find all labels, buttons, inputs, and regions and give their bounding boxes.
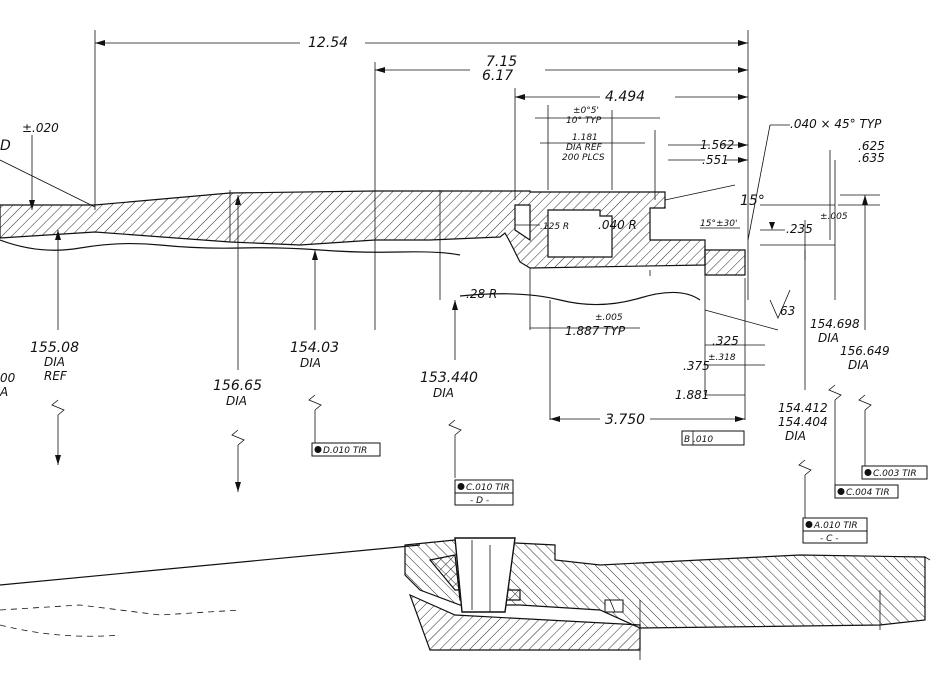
finish-63: 63 (780, 304, 795, 318)
datum-d: - D - (470, 496, 489, 506)
dia-154-412: 154.412 (778, 401, 828, 415)
lower-assembly-view (0, 537, 931, 660)
frame-c-004-tir: C.004 TIR (846, 488, 890, 498)
dim-1-562: 1.562 (700, 138, 734, 152)
dia-156-649-dia: DIA (848, 358, 869, 372)
dia-156-65: 156.65 (213, 378, 262, 394)
dim-551: .551 (702, 153, 729, 167)
dia-154-698: 154.698 (810, 317, 860, 331)
dim-1-881: 1.881 (675, 388, 709, 402)
dim-overall-length: 12.54 (308, 35, 348, 51)
dia-154-412-dia: DIA (785, 429, 806, 443)
dia-155-08-dia: DIA (44, 355, 65, 369)
extension-lines (94, 30, 831, 330)
datum-c: - C - (820, 534, 839, 544)
dim-6-17: 6.17 (482, 68, 513, 84)
dia-154-698-dia: DIA (818, 331, 839, 345)
dim-angle-10-typ: 10° TYP (566, 116, 602, 126)
angle-15-30: 15°±30' (700, 219, 737, 229)
break-marks (51, 384, 872, 518)
left-d-label: D (0, 138, 11, 154)
dim-1-887: 1.887 TYP (565, 324, 626, 338)
dim-4-494: 4.494 (605, 89, 645, 105)
dim-3-750: 3.750 (605, 412, 645, 428)
dia-155-08-ref: REF (44, 369, 68, 383)
dim-1-181: 1.181 (572, 133, 598, 143)
tol-020: ±.020 (22, 121, 59, 135)
radius-125: .125 R (540, 222, 569, 232)
dia-156-649: 156.649 (840, 344, 890, 358)
dim-tol-angle: ±0°5' (573, 106, 599, 116)
radius-040: .040 R (598, 218, 637, 232)
dia-154-404: 154.404 (778, 415, 828, 429)
main-section (0, 190, 746, 306)
dia-153-440: 153.440 (420, 370, 478, 386)
dim-635: .635 (858, 151, 885, 165)
dia-154-03-dia: DIA (300, 356, 321, 370)
tol-005b: ±.005 (595, 313, 623, 323)
diameter-labels: 155.08 DIA REF 156.65 DIA 154.03 DIA 153… (0, 317, 890, 443)
dimension-lines (0, 40, 880, 422)
frame-a-010-tir: A.010 TIR (813, 521, 858, 531)
dia-left-00: 00 (0, 371, 16, 385)
dim-235: .235 (786, 222, 813, 236)
chamfer-note: .040 × 45° TYP (790, 117, 882, 131)
dia-156-65-dia: DIA (226, 394, 247, 408)
dim-625: .625 (858, 139, 885, 153)
frame-c-010-tir: C.010 TIR (466, 483, 510, 493)
dim-places: 200 PLCS (562, 153, 605, 163)
frame-c-003-tir: C.003 TIR (873, 469, 917, 479)
dim-angle-15: 15° (740, 193, 765, 209)
frame-b-010: B .010 (684, 435, 713, 445)
dim-375: .375 (683, 359, 710, 373)
control-frames: D.010 TIR B .010 C.010 TIR - D - C.004 T… (311, 430, 928, 544)
dia-154-03: 154.03 (290, 340, 339, 356)
tol-318: ±.318 (708, 353, 736, 363)
dimension-labels: 12.54 7.15 6.17 4.494 ±0°5' 10° TYP 1.18… (0, 35, 885, 428)
dia-153-440-dia: DIA (433, 386, 454, 400)
dia-left-a: A (0, 385, 8, 399)
frame-d-tir: D.010 TIR (323, 446, 367, 456)
dim-325: .325 (712, 334, 739, 348)
dim-7-15: 7.15 (486, 54, 517, 70)
dim-dia-ref: DIA REF (566, 143, 603, 153)
tol-005: ±.005 (820, 212, 848, 222)
radius-28: .28 R (466, 287, 497, 301)
dia-155-08: 155.08 (30, 340, 79, 356)
